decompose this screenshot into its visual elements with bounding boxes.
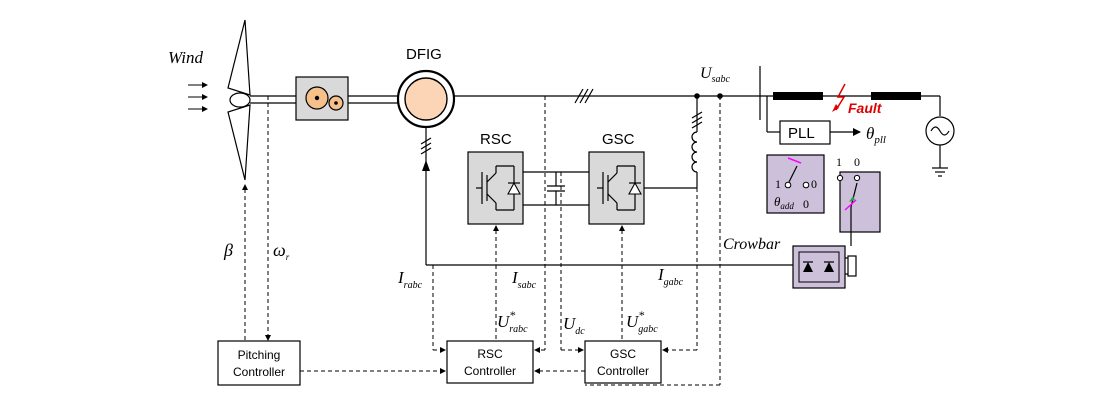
dfig-label: DFIG bbox=[406, 46, 442, 63]
crowbar-block bbox=[792, 245, 857, 289]
theta-add-label: θadd bbox=[774, 194, 794, 211]
rsc-controller-line1: RSC bbox=[477, 347, 503, 361]
turbine-hub bbox=[229, 92, 251, 108]
igabc-label: Igabc bbox=[657, 265, 684, 288]
fault-symbol bbox=[832, 83, 846, 112]
rsc-converter bbox=[467, 151, 524, 225]
dc-link-capacitor bbox=[523, 171, 589, 206]
wind-label: Wind bbox=[168, 48, 203, 67]
wind-turbine bbox=[227, 19, 298, 181]
turbine-blade-upper bbox=[227, 19, 251, 96]
irabc-label: Irabc bbox=[397, 268, 423, 291]
dfig-generator bbox=[396, 69, 456, 129]
beta-label: β bbox=[223, 240, 233, 260]
grid-source bbox=[925, 116, 955, 146]
pitching-controller: Pitching Controller bbox=[217, 340, 301, 386]
rotor-connection bbox=[420, 127, 800, 266]
switch-b-1-label: 1 bbox=[836, 155, 842, 169]
grid-side-filter bbox=[644, 96, 703, 189]
gearbox bbox=[295, 76, 349, 121]
ugabc-label: U*gabc bbox=[626, 308, 658, 335]
pitching-controller-line2: Controller bbox=[233, 365, 285, 379]
rsc-controller-line2: Controller bbox=[464, 364, 516, 378]
pll-label: PLL bbox=[788, 125, 815, 142]
pitching-controller-line1: Pitching bbox=[238, 348, 281, 362]
gsc-controller: GSC Controller bbox=[584, 340, 662, 384]
switch-a-0-right-label: 0 bbox=[811, 177, 817, 191]
switch-b-0-label: 0 bbox=[854, 155, 860, 169]
stator-bus bbox=[454, 88, 760, 104]
turbine-blade-lower bbox=[227, 104, 251, 181]
fault-label: Fault bbox=[848, 100, 883, 116]
pll-block bbox=[766, 96, 861, 145]
transmission-line-segment-1 bbox=[773, 92, 823, 100]
usabc-label: Usabc bbox=[700, 65, 730, 85]
gsc-controller-line2: Controller bbox=[597, 364, 649, 378]
udc-label: Udc bbox=[563, 314, 585, 337]
urabc-label: U*rabc bbox=[497, 308, 528, 335]
angle-switch-box bbox=[766, 154, 825, 214]
pitch-signals bbox=[242, 96, 271, 341]
rsc-label: RSC bbox=[480, 131, 512, 148]
gsc-converter bbox=[588, 151, 645, 225]
rsc-controller: RSC Controller bbox=[446, 340, 534, 384]
omega-r-label: ωr bbox=[273, 240, 290, 262]
isabc-label: Isabc bbox=[511, 268, 537, 291]
crowbar-switch-box bbox=[836, 171, 881, 233]
gsc-label: GSC bbox=[602, 131, 635, 148]
crowbar-label: Crowbar bbox=[723, 236, 781, 253]
transmission-line-segment-2 bbox=[871, 92, 921, 100]
switch-a-0-bottom-label: 0 bbox=[803, 197, 809, 211]
switch-a-1-label: 1 bbox=[775, 177, 781, 191]
controller-signals bbox=[300, 96, 721, 386]
theta-pll-label: θpll bbox=[866, 124, 886, 146]
wind-arrows bbox=[188, 82, 208, 112]
gsc-controller-line1: GSC bbox=[610, 347, 636, 361]
